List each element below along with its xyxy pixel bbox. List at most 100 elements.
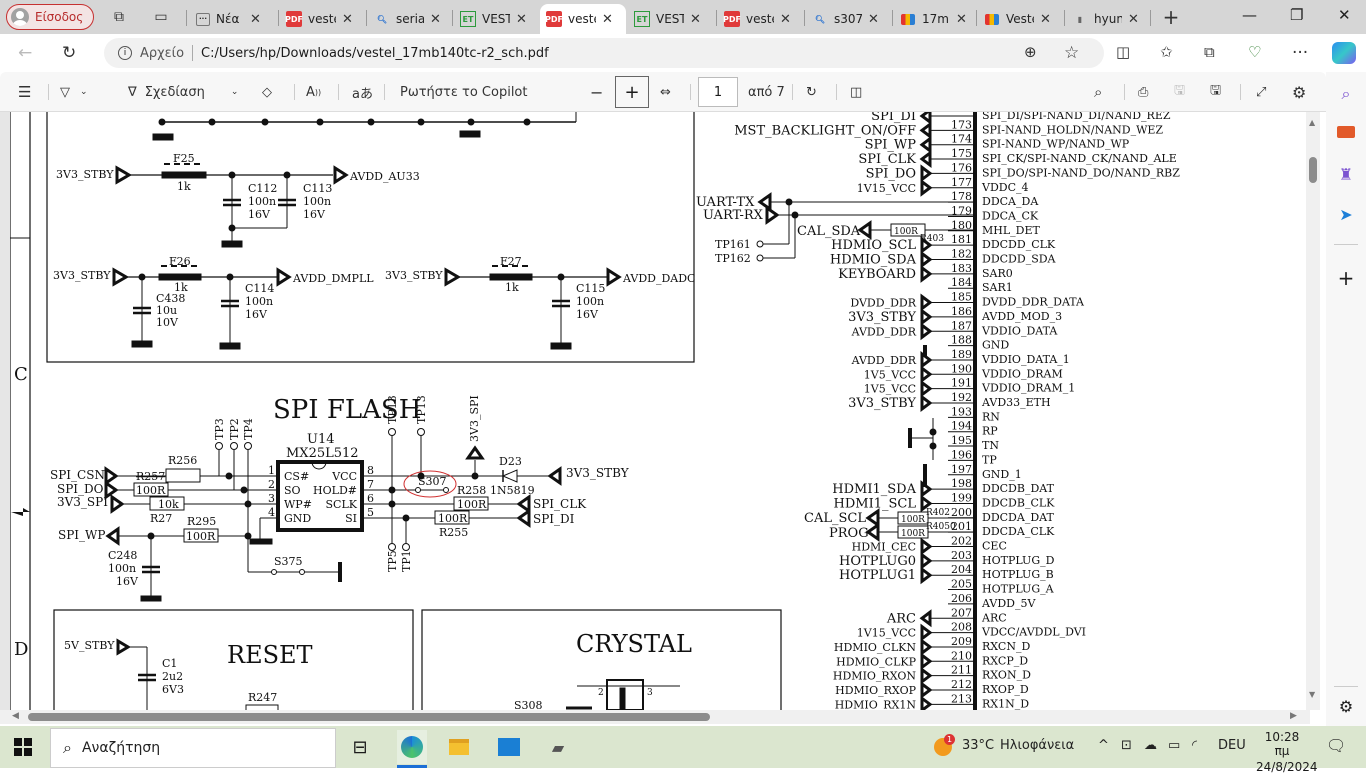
close-icon[interactable]: ✕ [1128, 11, 1139, 27]
soc-pin-number: 199 [951, 491, 972, 504]
scroll-right-icon[interactable]: ▶ [1290, 711, 1297, 721]
restore-button[interactable]: ❐ [1290, 6, 1304, 24]
games-icon[interactable]: ♜ [1338, 164, 1354, 184]
profile-button[interactable]: Είσοδος [6, 4, 94, 30]
read-aloud-icon[interactable]: A)) [306, 84, 322, 100]
zoom-out-button[interactable]: − [590, 82, 604, 102]
tab[interactable]: ▮ hyun ✕ [1066, 4, 1148, 34]
pdf-viewport[interactable]: C D 3V3_STBY F25 1k [0, 112, 1310, 710]
close-icon[interactable]: ✕ [342, 11, 353, 27]
meet-now-icon[interactable]: ⊡ [1121, 738, 1132, 753]
tab[interactable]: ET VEST ✕ [454, 4, 538, 34]
close-icon[interactable]: ✕ [690, 11, 701, 27]
page-number-input[interactable]: 1 [698, 77, 738, 107]
weather-temp[interactable]: 33°C [962, 738, 995, 753]
taskbar-search[interactable]: ⌕ Αναζήτηση [50, 728, 336, 768]
close-icon[interactable]: ✕ [430, 11, 441, 27]
collections-icon[interactable]: ⧉ [1204, 43, 1215, 61]
info-icon[interactable]: i [118, 46, 132, 60]
mail-icon[interactable] [496, 734, 522, 760]
close-window-button[interactable]: ✕ [1338, 6, 1351, 24]
print-icon[interactable]: ⎙ [1138, 84, 1149, 100]
sidebar-settings-icon[interactable]: ⚙ [1338, 696, 1354, 716]
back-button[interactable]: ← [18, 43, 33, 63]
value-label: 100n [576, 295, 604, 308]
tab[interactable]: 17mb ✕ [894, 4, 976, 34]
tab[interactable]: Veste ✕ [978, 4, 1062, 34]
usb-drive-icon[interactable]: ▰ [551, 737, 565, 757]
task-view-icon[interactable]: ⊟ [352, 736, 368, 758]
favorite-star-icon[interactable]: ☆ [1064, 43, 1080, 63]
tools-icon[interactable] [1334, 120, 1358, 144]
language-indicator[interactable]: DEU [1218, 738, 1246, 753]
start-button[interactable] [10, 734, 36, 760]
address-bar[interactable]: i Αρχείο C:/Users/hp/Downloads/vestel_17… [104, 38, 1104, 68]
net-label: HDMIO_RX1N [835, 698, 917, 710]
eraser-icon[interactable]: ◇ [262, 84, 272, 100]
soc-pin-number: 191 [951, 377, 972, 390]
refresh-button[interactable]: ↻ [62, 43, 77, 63]
settings-gear-icon[interactable]: ⚙ [1292, 82, 1307, 102]
workspaces-icon[interactable]: ⧉ [114, 9, 124, 25]
fit-width-icon[interactable]: ⇔ [660, 84, 671, 100]
tab-active[interactable]: PDF veste ✕ [540, 4, 626, 34]
find-icon[interactable]: ⌕ [1094, 83, 1103, 101]
new-tab-button[interactable]: + [1162, 5, 1180, 29]
search-icon[interactable]: ⌕ [1341, 84, 1351, 103]
vertical-scrollbar[interactable]: ▲ ▼ [1306, 112, 1320, 710]
zoom-in-button[interactable]: + [615, 76, 649, 108]
close-icon[interactable]: ✕ [602, 11, 613, 27]
scroll-up-icon[interactable]: ▲ [1309, 118, 1316, 127]
tab[interactable]: ET VEST ✕ [628, 4, 714, 34]
page-view-icon[interactable]: ◫ [850, 84, 863, 100]
edge-taskbar-icon[interactable] [397, 730, 427, 764]
browser-essentials-icon[interactable]: ♡ [1248, 43, 1262, 61]
zoom-icon[interactable]: ⊕ [1024, 43, 1037, 61]
onedrive-icon[interactable]: ☁ [1144, 738, 1157, 753]
notifications-icon[interactable]: 🗨︎ [1326, 736, 1347, 755]
minimize-button[interactable]: — [1242, 6, 1257, 24]
url-text[interactable]: C:/Users/hp/Downloads/vestel_17mb140tc-r… [201, 45, 549, 61]
scroll-down-icon[interactable]: ▼ [1309, 690, 1316, 699]
close-icon[interactable]: ✕ [956, 11, 967, 27]
horizontal-scroll-thumb[interactable] [28, 713, 710, 721]
pin-name: CS# [284, 470, 309, 483]
close-icon[interactable]: ✕ [250, 11, 261, 27]
contents-icon[interactable]: ☰ [18, 83, 32, 101]
highlight-button[interactable]: ▽⌄ [60, 82, 88, 102]
add-button[interactable]: + [1337, 266, 1355, 290]
close-icon[interactable]: ✕ [1040, 11, 1051, 27]
vertical-tabs-icon[interactable]: ▭ [154, 9, 168, 25]
tab[interactable]: PDF veste ✕ [280, 4, 366, 34]
tab[interactable]: 🔍︎ serial ✕ [368, 4, 452, 34]
wifi-icon[interactable]: ◜ [1192, 738, 1198, 753]
save-icon[interactable]: 🖫︎ [1174, 83, 1186, 98]
ask-copilot-button[interactable]: Ρωτήστε το Copilot [400, 84, 528, 100]
fullscreen-icon[interactable]: ⤢ [1256, 84, 1267, 100]
battery-icon[interactable]: ▭ [1168, 738, 1181, 753]
tab[interactable]: ··· Νέα κ ✕ [190, 4, 278, 34]
clock[interactable]: 10:28 πμ 24/8/2024 [1256, 730, 1318, 774]
close-icon[interactable]: ✕ [516, 11, 527, 27]
horizontal-scrollbar[interactable]: ◀ ▶ [0, 710, 1310, 724]
draw-button[interactable]: ∇Σχεδίαση⌄ [128, 82, 238, 102]
weather-desc[interactable]: Ηλιοφάνεια [1000, 738, 1075, 753]
more-menu-icon[interactable]: ··· [1292, 43, 1309, 63]
rotate-icon[interactable]: ↻ [806, 84, 817, 100]
close-icon[interactable]: ✕ [868, 11, 879, 27]
tab[interactable]: 🔍︎ s307 ✕ [806, 4, 892, 34]
copilot-icon[interactable] [1332, 42, 1356, 64]
send-icon[interactable]: ➤ [1339, 204, 1353, 224]
scroll-left-icon[interactable]: ◀ [12, 711, 19, 721]
junction [929, 428, 937, 436]
file-explorer-icon[interactable] [446, 734, 472, 760]
section-title: SPI FLASH [273, 395, 421, 425]
show-hidden-icons[interactable]: ^ [1098, 738, 1109, 753]
favorites-icon[interactable]: ✩ [1160, 43, 1173, 61]
split-screen-icon[interactable]: ◫ [1116, 43, 1131, 61]
tab[interactable]: PDF veste ✕ [718, 4, 804, 34]
save-as-icon[interactable]: 🖫︎ [1210, 83, 1222, 98]
translate-icon[interactable]: aあ [352, 86, 373, 102]
close-icon[interactable]: ✕ [780, 11, 791, 27]
vertical-scroll-thumb[interactable] [1309, 157, 1317, 183]
